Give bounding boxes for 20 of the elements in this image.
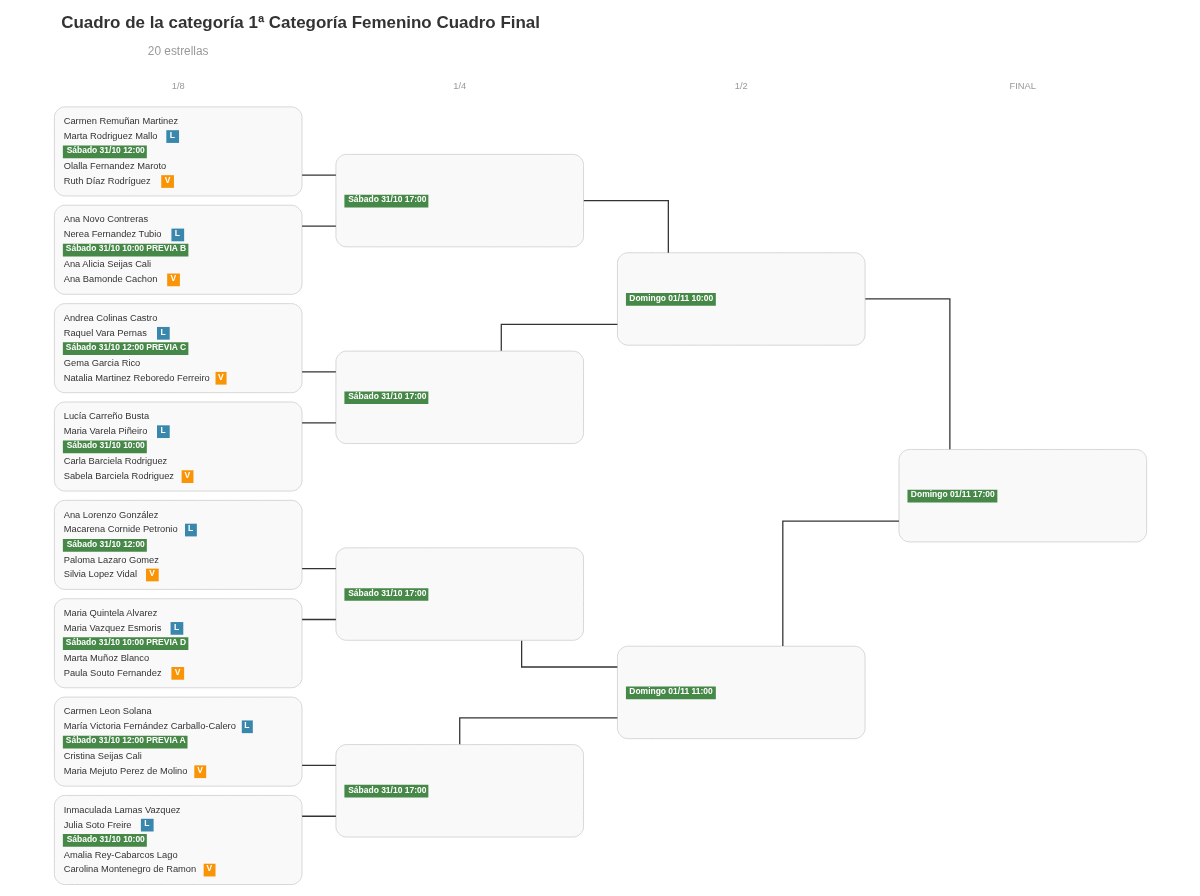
connector: [300, 174, 336, 176]
label: 1/4: [452, 81, 466, 92]
connector: [781, 520, 900, 647]
connector: [300, 225, 336, 227]
connector: [500, 323, 618, 352]
label: 20 estrellas: [147, 44, 209, 59]
connector: [582, 199, 669, 254]
connector: [458, 717, 618, 745]
label: FINAL: [1009, 81, 1036, 92]
connector: [300, 568, 336, 570]
connector: [300, 764, 336, 766]
connector: [520, 640, 618, 668]
connector: [300, 422, 336, 424]
label: 1/8: [171, 81, 185, 92]
connector: [300, 815, 336, 817]
connector: [864, 298, 950, 450]
label: 1/2: [734, 81, 748, 92]
diagram-title: Cuadro de la categoría 1ª Categoría Femenino Cuadro Final: [60, 12, 540, 32]
connector: [300, 371, 336, 373]
connector: [300, 618, 336, 621]
